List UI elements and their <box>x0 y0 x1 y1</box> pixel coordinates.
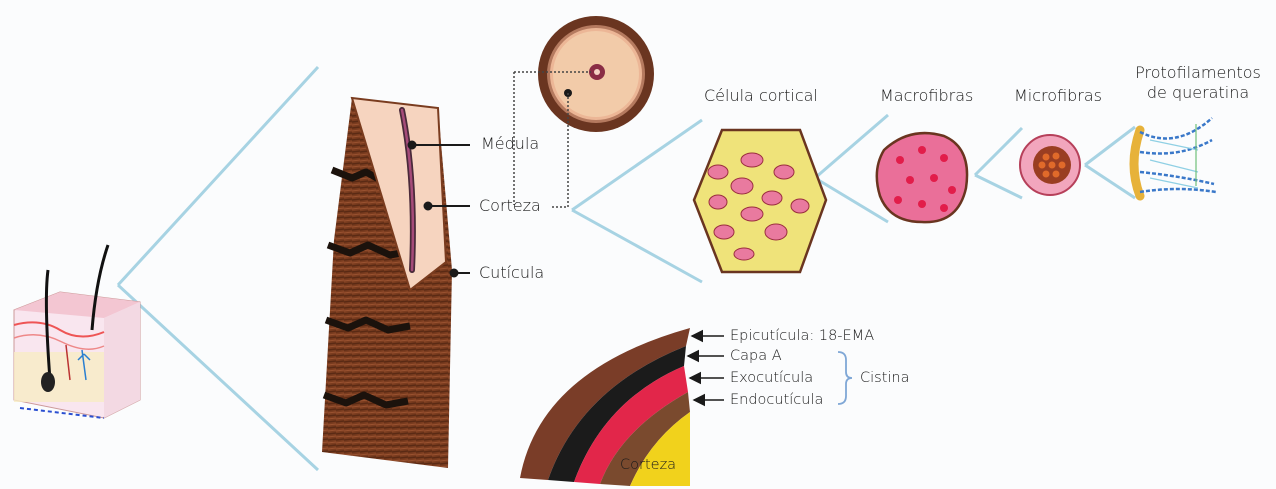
label-cuticula: Cutícula <box>479 263 544 283</box>
label-protofilamentos-line1: Protofilamentos <box>1128 63 1268 83</box>
label-celula-cortical: Célula cortical <box>704 86 818 106</box>
hair-cross-section <box>538 16 654 132</box>
label-capa-a: Capa A <box>730 347 782 365</box>
label-protofilamentos-line2: de queratina <box>1128 83 1268 103</box>
cistina-bracket <box>838 352 852 404</box>
label-macrofibras: Macrofibras <box>880 86 973 106</box>
cortical-cell <box>694 130 826 272</box>
keratin-protofilaments <box>1134 118 1216 196</box>
label-endocuticula: Endocutícula <box>730 391 823 409</box>
label-exocuticula: Exocutícula <box>730 369 813 387</box>
label-microfibras: Microfibras <box>1014 86 1102 106</box>
label-medula: Médula <box>481 134 539 154</box>
label-epicuticula: Epicutícula: 18-EMA <box>730 327 874 345</box>
label-corteza: Corteza <box>479 196 541 216</box>
label-cistina: Cistina <box>860 369 910 387</box>
skin-block-illustration <box>14 245 140 418</box>
label-protofilamentos: Protofilamentos de queratina <box>1128 63 1268 103</box>
label-corteza-detail: Corteza <box>620 456 676 474</box>
microfibril <box>1020 135 1080 195</box>
macrofibril <box>877 133 967 222</box>
hair-shaft-illustration <box>322 98 452 468</box>
cuticle-label-arrows <box>688 336 724 400</box>
